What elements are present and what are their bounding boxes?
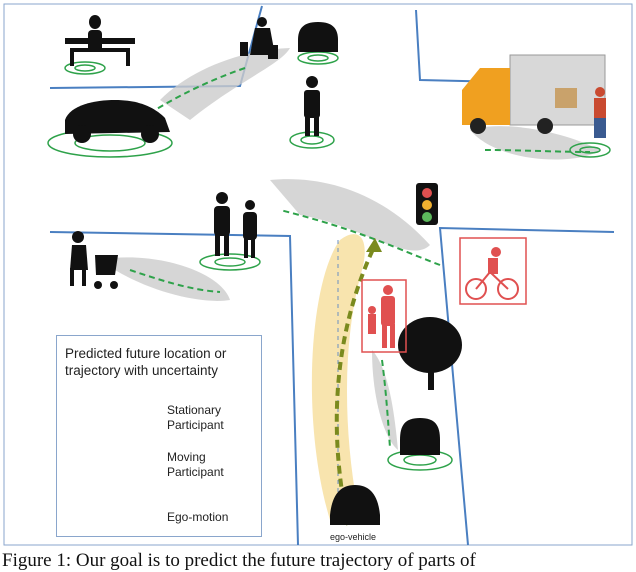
ego-arrowhead [366, 238, 382, 252]
pedestrian-highlight-box [361, 279, 407, 353]
trajectory-woman [154, 67, 246, 111]
legend-box: Predicted future location or trajectory … [56, 335, 262, 537]
tree-icon [398, 317, 462, 390]
cyclist-icon [465, 270, 519, 300]
traffic-light-icon [416, 183, 438, 225]
trajectory-group [279, 209, 441, 266]
trajectory-pedestrian [381, 359, 391, 449]
legend-stationary-label: Stationary Participant [167, 403, 224, 432]
silhouettes [65, 15, 462, 525]
trajectory-truck [484, 149, 591, 153]
cyclist-highlight-box [459, 237, 527, 305]
stationary-markers [47, 51, 611, 471]
legend-moving-label: Moving Participant [167, 450, 224, 479]
trajectory-stroller [129, 269, 221, 293]
bench-person-icon [65, 15, 135, 66]
trajectories [129, 67, 591, 449]
figure-caption: Figure 1: Our goal is to predict the fut… [2, 550, 476, 571]
ego-car-icon [330, 485, 380, 525]
car-icon-top [298, 22, 338, 52]
pedestrian-red-icon [368, 285, 395, 348]
car-icon-left [65, 100, 170, 143]
ego-vehicle-label: ego-vehicle [330, 532, 377, 542]
ego-trajectory [334, 244, 377, 526]
highlighted-participants [361, 237, 527, 353]
legend-ego-label: Ego-motion [167, 510, 229, 524]
pedestrian-group-icon [214, 192, 257, 258]
walking-woman-icon [240, 17, 278, 59]
legend-title: Predicted future location or trajectory … [65, 346, 227, 378]
car-icon-front [400, 418, 440, 455]
standing-person-icon [304, 76, 320, 136]
truck-icon [462, 54, 606, 138]
stroller-icon [70, 231, 118, 289]
